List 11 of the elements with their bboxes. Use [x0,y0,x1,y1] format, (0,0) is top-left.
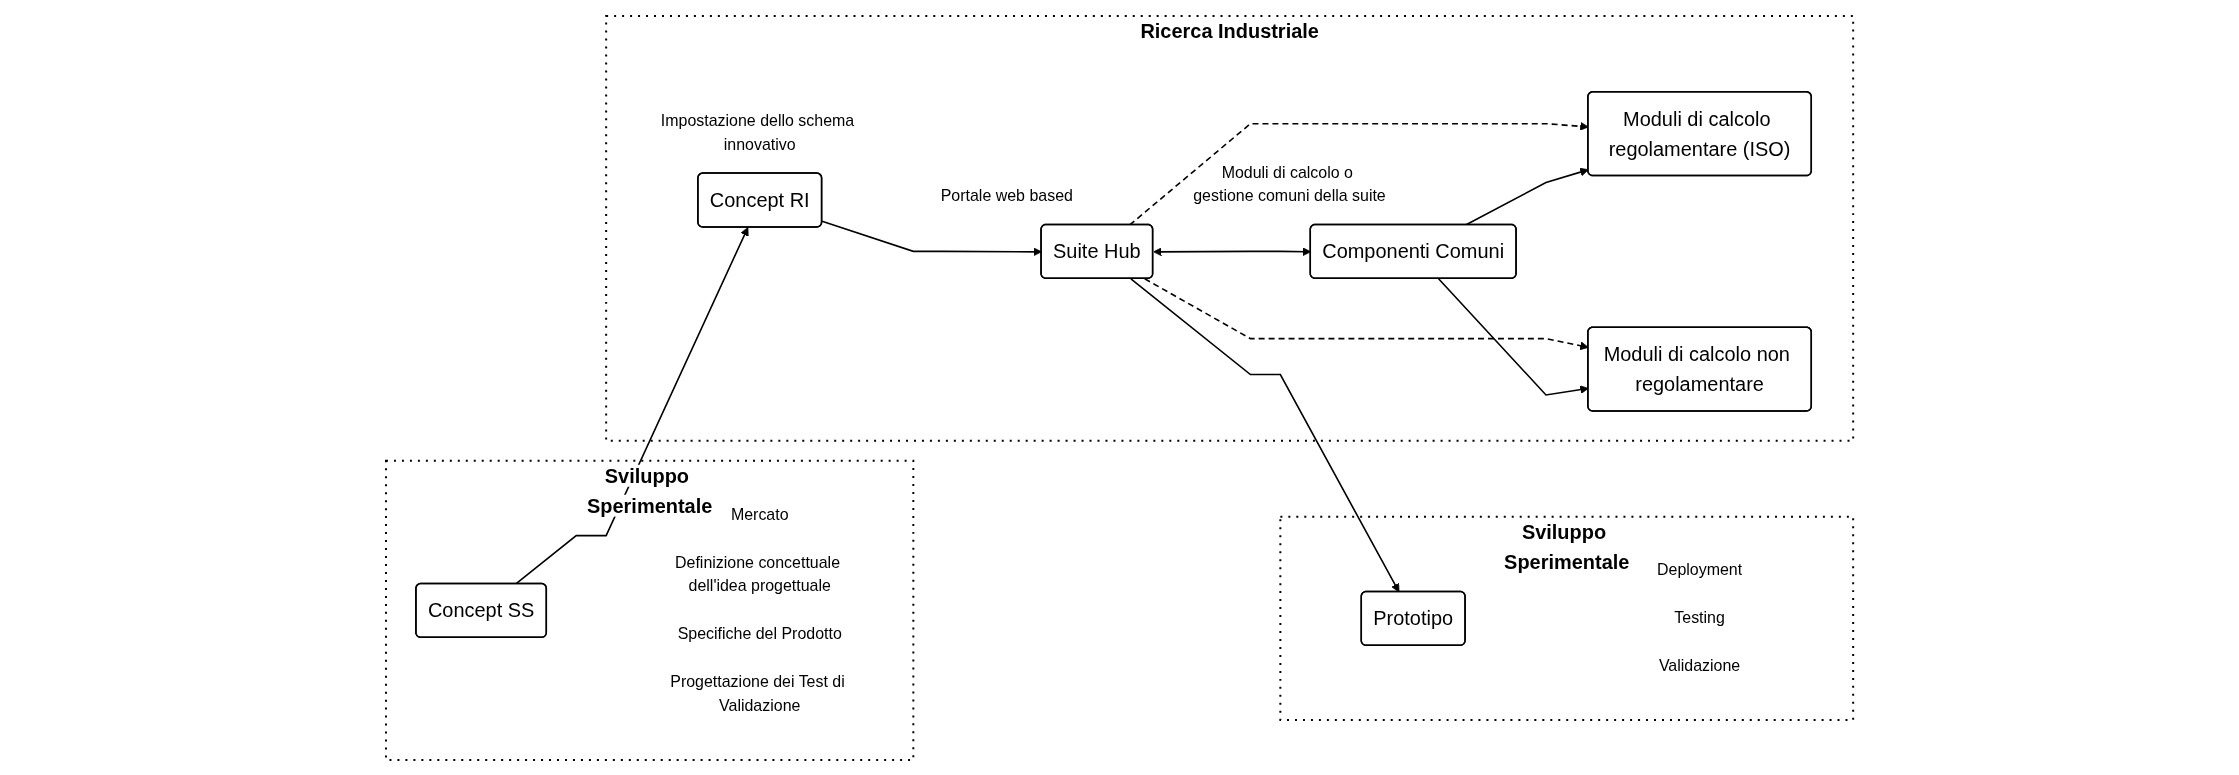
node-label: Moduli di calcolo o gestione comuni della suite [1193,163,1386,204]
node-label: Impostazione dello schema innovativo [660,111,855,153]
node-label: Progettazione dei Test di Validazione [670,672,845,714]
node-label: Specifiche del Prodotto [677,624,842,642]
node-label: Testing [1674,608,1725,626]
node-label: Validazione [1658,656,1741,674]
node-label: Definizione concettuale dell'idea progettuale [674,553,840,594]
arrow [1130,277,1400,592]
node-label: Deployment [1656,561,1743,578]
node-label: Mercato [730,505,789,523]
node-label: Portale web based [940,187,1073,204]
